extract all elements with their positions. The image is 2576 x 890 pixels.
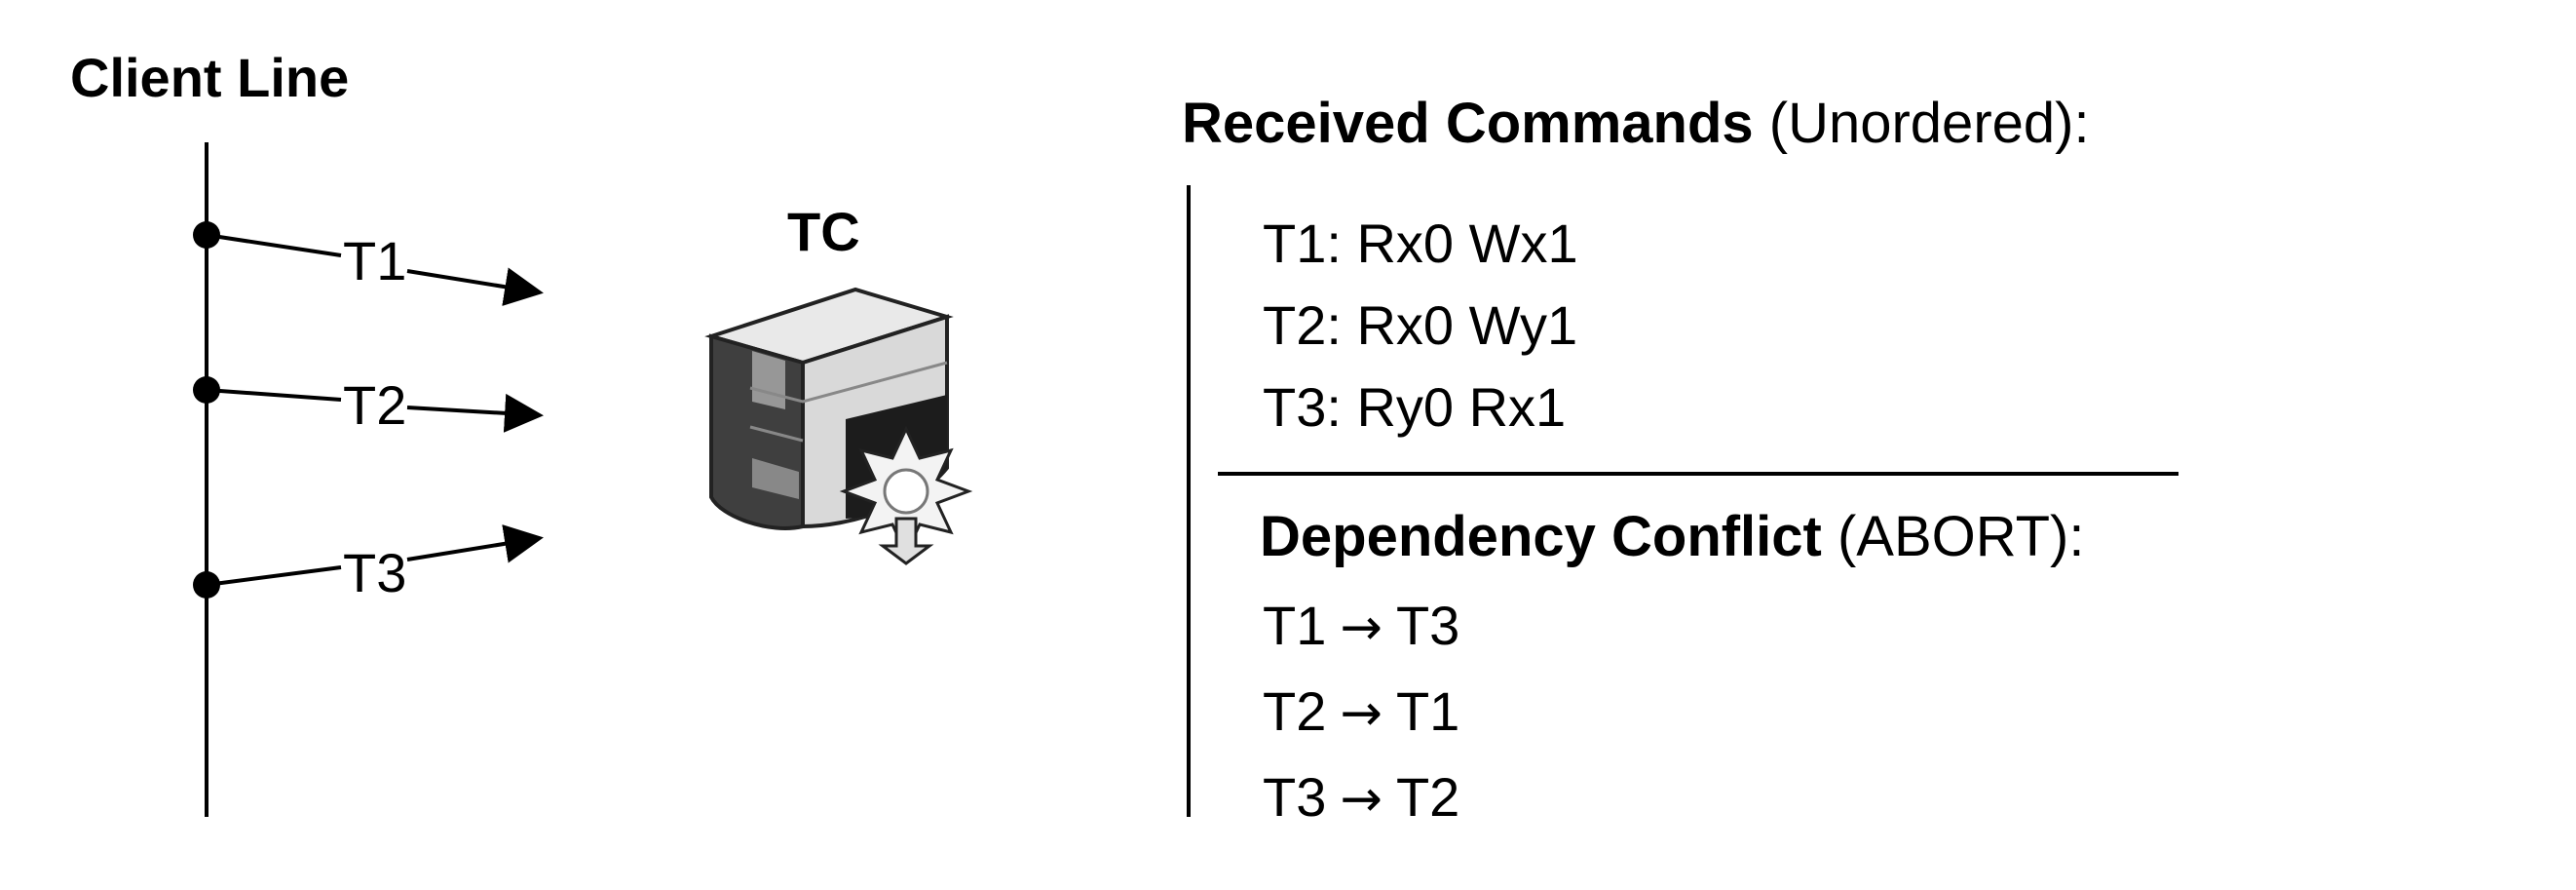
t3-line-left	[206, 565, 342, 587]
command-line: T3: Ry0 Rx1	[1263, 376, 1567, 438]
t2-line-left	[206, 388, 342, 402]
edge-from: T2	[1263, 680, 1327, 742]
tc-label: TC	[787, 201, 860, 262]
received-commands-heading-bold: Received Commands	[1182, 92, 1754, 155]
t2-label: T2	[343, 374, 407, 436]
client-line-title: Client Line	[70, 47, 350, 108]
t3-arrow	[406, 524, 544, 563]
t2-arrow	[406, 393, 544, 433]
right-arrow-icon: →	[1340, 770, 1383, 829]
command-line: T1: Rx0 Wx1	[1263, 213, 1578, 274]
right-arrow-icon: →	[1340, 684, 1383, 743]
command-line: T2: Rx0 Wy1	[1263, 294, 1578, 356]
edge-to: T3	[1395, 595, 1460, 656]
right-arrow-icon: →	[1340, 599, 1383, 657]
dependency-conflict-heading-bold: Dependency Conflict	[1260, 505, 1822, 568]
edge-from: T3	[1263, 766, 1327, 828]
dependency-edge: T1→T3	[1263, 599, 1459, 657]
t1-label: T1	[343, 230, 407, 291]
edge-from: T1	[1263, 595, 1327, 656]
t3-label: T3	[343, 542, 407, 603]
received-commands-heading: Received Commands (Unordered):	[1182, 96, 2090, 152]
dependency-edge: T3→T2	[1263, 770, 1459, 829]
t1-arrow	[406, 267, 544, 306]
dependency-conflict-heading-rest: (ABORT):	[1821, 505, 2085, 568]
t1-line-left	[206, 233, 342, 257]
received-commands-heading-rest: (Unordered):	[1753, 92, 2090, 155]
edge-to: T1	[1395, 680, 1460, 742]
dependency-edge: T2→T1	[1263, 684, 1459, 743]
dependency-conflict-heading: Dependency Conflict (ABORT):	[1260, 509, 2084, 565]
edge-to: T2	[1395, 766, 1460, 828]
server-gear-icon	[704, 287, 973, 565]
